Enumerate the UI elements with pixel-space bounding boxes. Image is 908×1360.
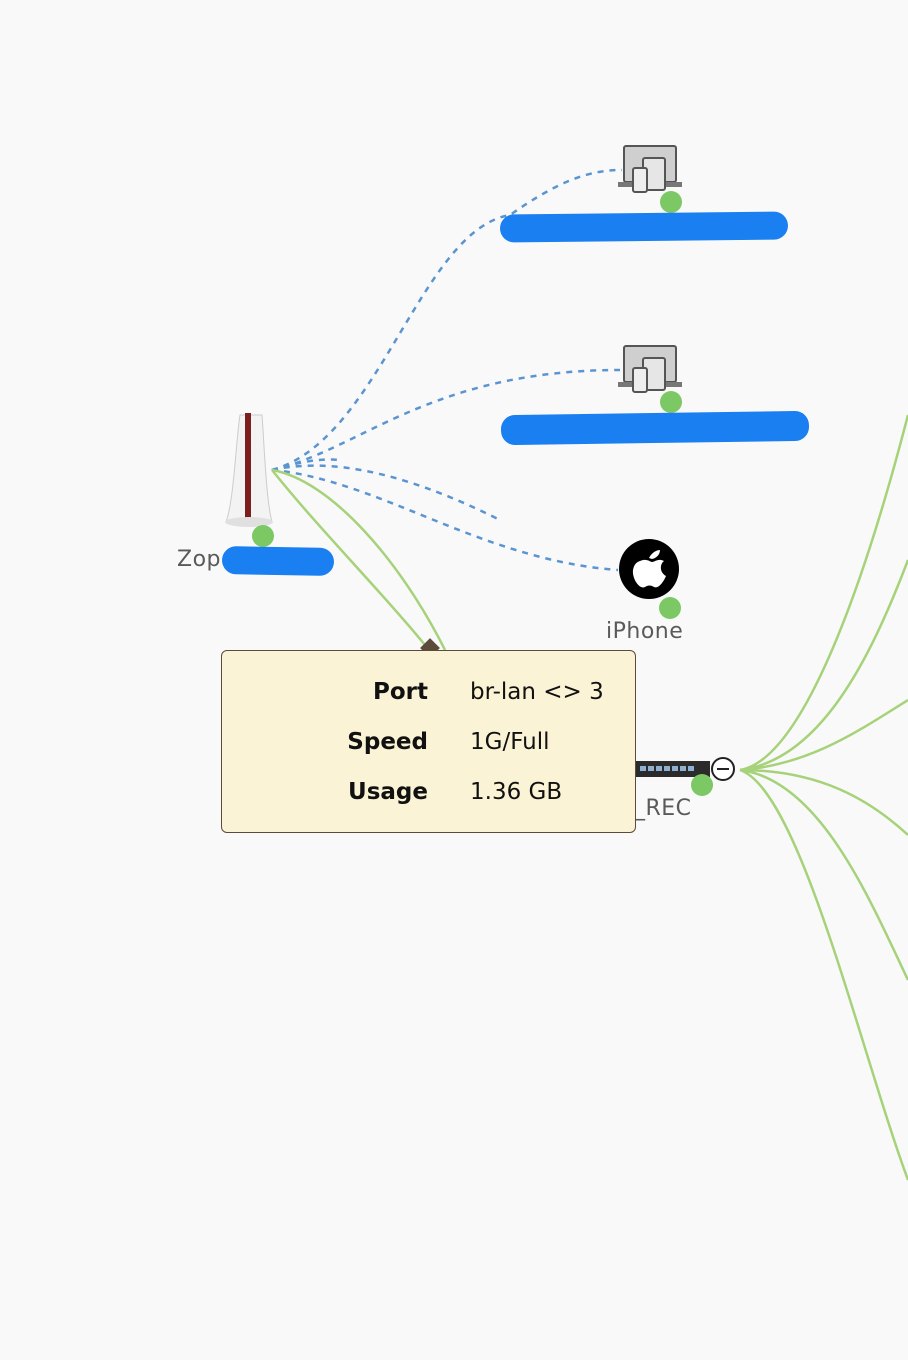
device-node-2[interactable] xyxy=(616,344,684,394)
router-icon xyxy=(225,413,273,527)
wireless-link-device-5 xyxy=(271,458,341,472)
link-tooltip: Port br-lan <> 3 Speed 1G/Full Usage 1.3… xyxy=(221,650,636,833)
iphone-node[interactable] xyxy=(618,538,680,600)
devices-icon-2 xyxy=(618,345,682,393)
iphone-label: iPhone xyxy=(606,619,684,644)
redaction-device-2-label xyxy=(500,410,810,446)
status-dot-switch xyxy=(691,774,713,796)
collapse-button[interactable] xyxy=(711,757,735,781)
status-dot-device-1 xyxy=(660,191,682,213)
tooltip-row-port: Port br-lan <> 3 xyxy=(222,679,635,709)
wired-link-out-1 xyxy=(739,414,908,772)
wireless-link-device-2 xyxy=(271,368,621,472)
wireless-link-device-1 xyxy=(271,168,623,472)
devices-icon-1 xyxy=(618,145,682,193)
status-dot-device-2 xyxy=(660,391,682,413)
wired-link-out-6 xyxy=(739,768,908,1181)
tooltip-key: Port xyxy=(373,679,428,705)
switch-icon xyxy=(630,761,710,777)
wired-link-out-4 xyxy=(739,768,908,836)
apple-icon xyxy=(619,539,679,599)
redaction-device-1-label xyxy=(499,211,789,243)
wireless-link-device-3 xyxy=(271,464,501,522)
switch-node[interactable] xyxy=(628,758,712,780)
status-dot-router xyxy=(252,525,274,547)
tooltip-value: 1.36 GB xyxy=(470,779,563,805)
router-label: Zop xyxy=(177,547,221,572)
tooltip-row-speed: Speed 1G/Full xyxy=(222,729,635,759)
tooltip-key: Speed xyxy=(347,729,428,755)
switch-label: _REC xyxy=(634,796,692,821)
tooltip-row-usage: Usage 1.36 GB xyxy=(222,779,635,809)
wired-link-router-switch-a xyxy=(271,468,447,651)
router-node[interactable] xyxy=(222,410,278,530)
wired-link-out-2 xyxy=(739,559,908,772)
tooltip-value: 1G/Full xyxy=(470,729,550,755)
device-node-1[interactable] xyxy=(616,144,684,194)
redaction-router-label xyxy=(221,546,335,576)
wired-link-out-5 xyxy=(739,768,908,981)
tooltip-key: Usage xyxy=(348,779,428,805)
status-dot-iphone xyxy=(659,597,681,619)
wired-link-out-3 xyxy=(739,698,908,772)
wired-link-router-switch-b xyxy=(271,469,426,646)
wireless-link-iphone xyxy=(271,468,619,572)
tooltip-value: br-lan <> 3 xyxy=(470,679,604,705)
